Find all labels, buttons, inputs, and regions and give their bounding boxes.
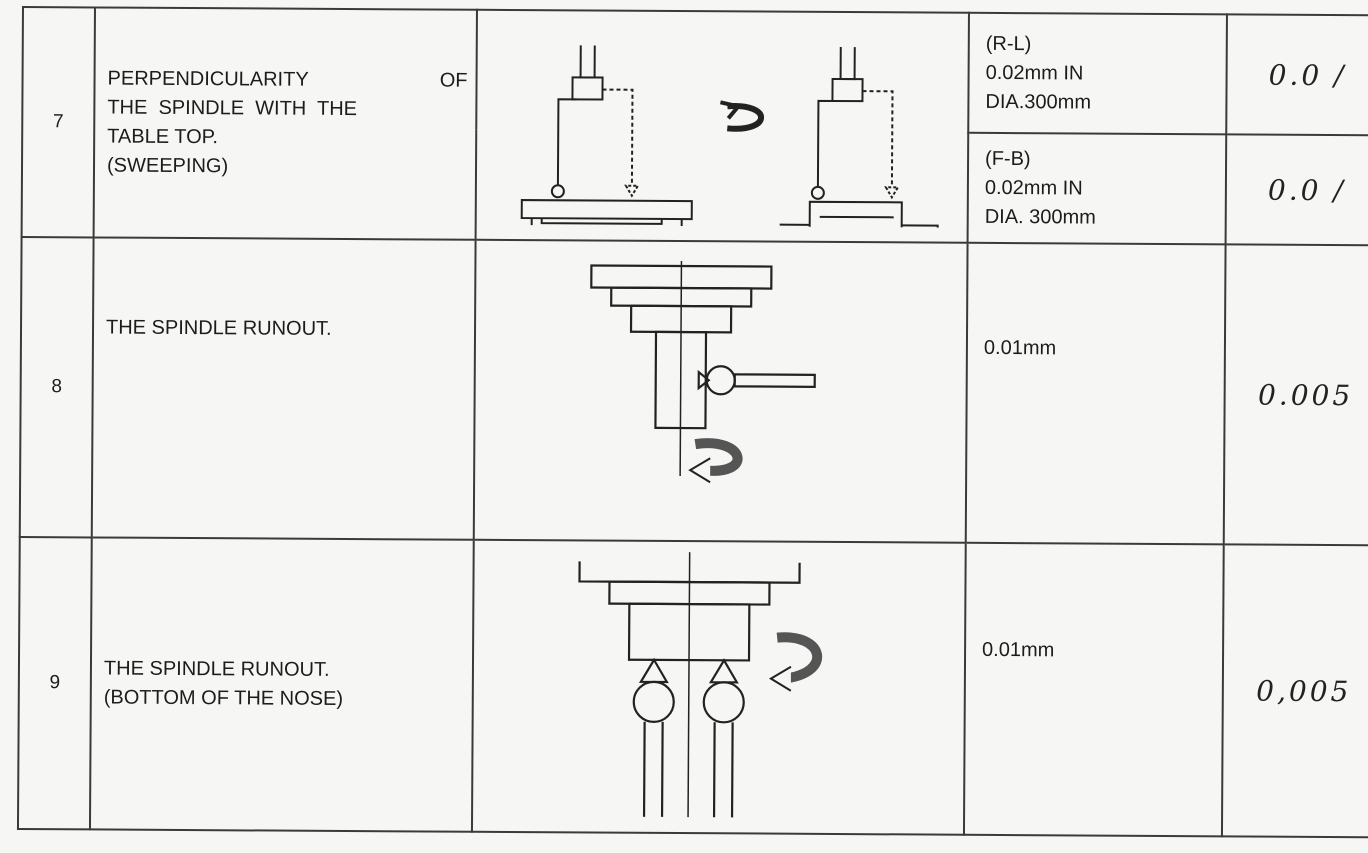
measured-value: 0.0 / — [1225, 134, 1368, 246]
diagram-cell — [475, 9, 969, 243]
measured-value: 0,005 — [1221, 544, 1368, 838]
tolerance-cell: 0.01mm — [965, 242, 1226, 545]
table-row: 8 THE SPINDLE RUNOUT. 0.01mm 0.005 — [19, 237, 1368, 546]
check-item-text: (BOTTOM OF THE NOSE) — [103, 686, 344, 710]
tolerance-text: 0.02mm IN — [984, 176, 1083, 199]
tolerance-cell: 0.01mm — [963, 542, 1224, 837]
tolerance-text: (R-L) — [985, 32, 1032, 55]
check-item-text: PERPENDICULARITY — [107, 67, 309, 91]
check-item: PERPENDICULARITY OF THE SPINDLE WITH THE… — [93, 7, 477, 240]
tolerance-text: 0.01mm — [982, 638, 1055, 662]
measured-value: 0.005 — [1223, 244, 1368, 546]
check-item-text: THE SPINDLE RUNOUT. — [105, 316, 332, 340]
check-item: THE SPINDLE RUNOUT. (BOTTOM OF THE NOSE) — [89, 537, 474, 832]
tolerance-text: DIA. 300mm — [984, 205, 1096, 229]
item-number: 9 — [17, 536, 92, 830]
spindle-sweep-diagram-icon — [520, 45, 939, 228]
check-item-text: (SWEEPING) — [106, 154, 229, 178]
tolerance-text: 0.01mm — [983, 336, 1057, 360]
spindle-nose-runout-diagram-icon — [578, 552, 822, 818]
tolerance-text: 0.02mm IN — [985, 61, 1084, 84]
tolerance-cell: (R-L) 0.02mm IN DIA.300mm — [968, 12, 1227, 135]
check-item-text: THE SPINDLE RUNOUT. — [103, 657, 330, 681]
check-item-text: OF — [439, 69, 468, 92]
item-number: 7 — [21, 7, 95, 238]
check-item: THE SPINDLE RUNOUT. — [91, 237, 476, 540]
check-item-text: TABLE TOP. — [107, 125, 219, 149]
tolerance-text: (F-B) — [985, 147, 1031, 170]
inspection-table: 7 PERPENDICULARITY OF THE SPINDLE WITH T… — [17, 6, 1368, 838]
diagram-cell — [473, 239, 968, 543]
check-item-text: THE SPINDLE WITH THE — [107, 96, 358, 121]
measured-value: 0.0 / — [1226, 14, 1368, 136]
tolerance-cell: (F-B) 0.02mm IN DIA. 300mm — [967, 132, 1227, 245]
tolerance-text: DIA.300mm — [985, 90, 1092, 114]
item-number: 8 — [19, 237, 94, 538]
table-row: 7 PERPENDICULARITY OF THE SPINDLE WITH T… — [21, 7, 1368, 243]
table-row: 9 THE SPINDLE RUNOUT. (BOTTOM OF THE NOS… — [17, 536, 1368, 838]
diagram-cell — [471, 539, 966, 835]
spindle-runout-diagram-icon — [590, 261, 816, 484]
